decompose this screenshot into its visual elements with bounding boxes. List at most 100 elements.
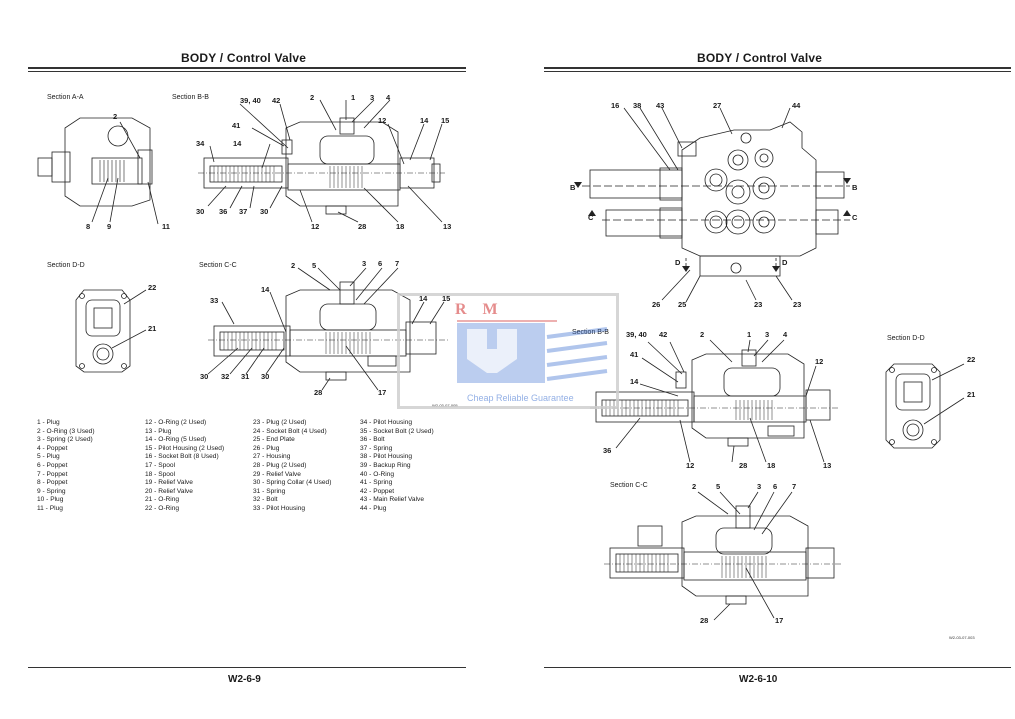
callout: 18 xyxy=(767,461,776,470)
parts-item: 12 - O-Ring (2 Used) xyxy=(145,419,207,426)
parts-item: 21 - O-Ring xyxy=(145,496,180,504)
parts-item: 34 - Pilot Housing xyxy=(360,419,413,426)
parts-item: 27 - Housing xyxy=(253,453,291,461)
section-marker: C xyxy=(852,213,858,222)
callout: 7 xyxy=(792,482,797,491)
section-label: Section D-D xyxy=(47,262,85,269)
callout: 34 xyxy=(196,139,205,148)
section-dd-drawing xyxy=(75,289,147,373)
parts-item: 31 - Spring xyxy=(253,487,286,495)
section-arrows xyxy=(574,178,851,272)
callout: 12 xyxy=(378,116,387,125)
parts-item: 3 - Spring (2 Used) xyxy=(37,436,93,444)
parts-item: 41 - Spring xyxy=(360,479,393,487)
callout: 38 xyxy=(633,101,642,110)
callout: 6 xyxy=(378,259,383,268)
section-label: Section C-C xyxy=(610,482,648,489)
parts-item: 36 - Bolt xyxy=(360,436,385,444)
callout: 33 xyxy=(210,296,219,305)
callout: 30 xyxy=(196,207,205,216)
parts-item: 22 - O-Ring xyxy=(145,504,180,512)
callout: 21 xyxy=(967,390,976,399)
parts-column-2: 12 - O-Ring (2 Used) 13 - Plug 14 - O-Ri… xyxy=(145,419,224,514)
parts-item: 32 - Bolt xyxy=(253,496,278,504)
callout: 3 xyxy=(757,482,762,491)
callout: 12 xyxy=(686,461,695,470)
callout: 7 xyxy=(395,259,400,268)
parts-item: 25 - End Plate xyxy=(253,436,295,444)
callout: 27 xyxy=(713,101,722,110)
right-page: BODY / Control Valve Section B-B Section… xyxy=(520,0,1015,719)
callout: 15 xyxy=(442,294,451,303)
top-view-drawing xyxy=(582,107,850,303)
callout: 1 xyxy=(747,330,752,339)
callout: 41 xyxy=(232,121,241,130)
callout: 22 xyxy=(967,355,976,364)
callout: 2 xyxy=(291,261,296,270)
callout: 22 xyxy=(148,283,157,292)
callout: 2 xyxy=(310,93,315,102)
callout: 13 xyxy=(443,222,452,231)
callout: 9 xyxy=(107,222,112,231)
header-rule-thin xyxy=(544,71,1011,72)
callout: 18 xyxy=(396,222,405,231)
header-rule xyxy=(28,67,466,69)
footer-rule xyxy=(28,667,466,668)
parts-item: 5 - Plug xyxy=(37,453,60,461)
parts-item: 7 - Poppet xyxy=(37,470,68,478)
section-dd-drawing xyxy=(885,363,965,449)
header-rule xyxy=(544,67,1011,69)
callout: 2 xyxy=(700,330,705,339)
page-title: BODY / Control Valve xyxy=(181,51,307,65)
parts-item: 17 - Spool xyxy=(145,461,176,469)
callout: 39, 40 xyxy=(240,96,261,105)
parts-column-3: 23 - Plug (2 Used) 24 - Socket Bolt (4 U… xyxy=(253,419,331,514)
callout: 4 xyxy=(386,93,391,102)
parts-item: 29 - Relief Valve xyxy=(253,470,301,478)
page-number: W2-6-10 xyxy=(739,674,778,685)
parts-item: 10 - Plug xyxy=(37,496,64,504)
parts-item: 30 - Spring Collar (4 Used) xyxy=(253,479,332,487)
callout: 16 xyxy=(611,101,620,110)
parts-item: 13 - Plug xyxy=(145,427,172,435)
parts-item: 4 - Poppet xyxy=(37,444,68,452)
callout: 8 xyxy=(86,222,91,231)
callout: 31 xyxy=(241,372,250,381)
parts-column-1: 1 - Plug 2 - O-Ring (3 Used) 3 - Spring … xyxy=(37,419,95,514)
callout: 28 xyxy=(739,461,748,470)
callout: 30 xyxy=(260,207,269,216)
parts-item: 43 - Main Relief Valve xyxy=(360,496,425,504)
parts-item: 28 - Plug (2 Used) xyxy=(253,461,307,469)
callout: 42 xyxy=(272,96,281,105)
parts-item: 24 - Socket Bolt (4 Used) xyxy=(253,427,327,435)
left-drawing xyxy=(37,99,448,391)
callout: 28 xyxy=(700,616,709,625)
callout: 3 xyxy=(765,330,770,339)
callout: 21 xyxy=(148,324,157,333)
callout: 36 xyxy=(219,207,228,216)
parts-item: 11 - Plug xyxy=(37,504,63,512)
parts-item: 14 - O-Ring (5 Used) xyxy=(145,436,207,444)
callout: 30 xyxy=(200,372,209,381)
callout: 17 xyxy=(378,388,387,397)
callout: 28 xyxy=(314,388,323,397)
callout: 14 xyxy=(419,294,428,303)
parts-item: 8 - Poppet xyxy=(37,479,68,487)
section-marker: D xyxy=(782,258,788,267)
callout: 41 xyxy=(630,350,639,359)
callout: 17 xyxy=(775,616,784,625)
parts-item: 44 - Plug xyxy=(360,504,387,512)
parts-item: 20 - Relief Valve xyxy=(145,487,193,495)
figure-code: W2-03-07-005 xyxy=(432,403,458,408)
footer-rule xyxy=(544,667,1011,668)
section-marker: B xyxy=(852,183,858,192)
callout: 14 xyxy=(630,377,639,386)
left-page: BODY / Control Valve Section A-A Section… xyxy=(0,0,500,719)
callout: 5 xyxy=(716,482,721,491)
parts-item: 19 - Relief Valve xyxy=(145,479,193,487)
callout: 1 xyxy=(351,93,356,102)
callout: 12 xyxy=(311,222,320,231)
section-label: Section D-D xyxy=(887,335,925,342)
callout: 15 xyxy=(441,116,450,125)
callout: 36 xyxy=(603,446,612,455)
